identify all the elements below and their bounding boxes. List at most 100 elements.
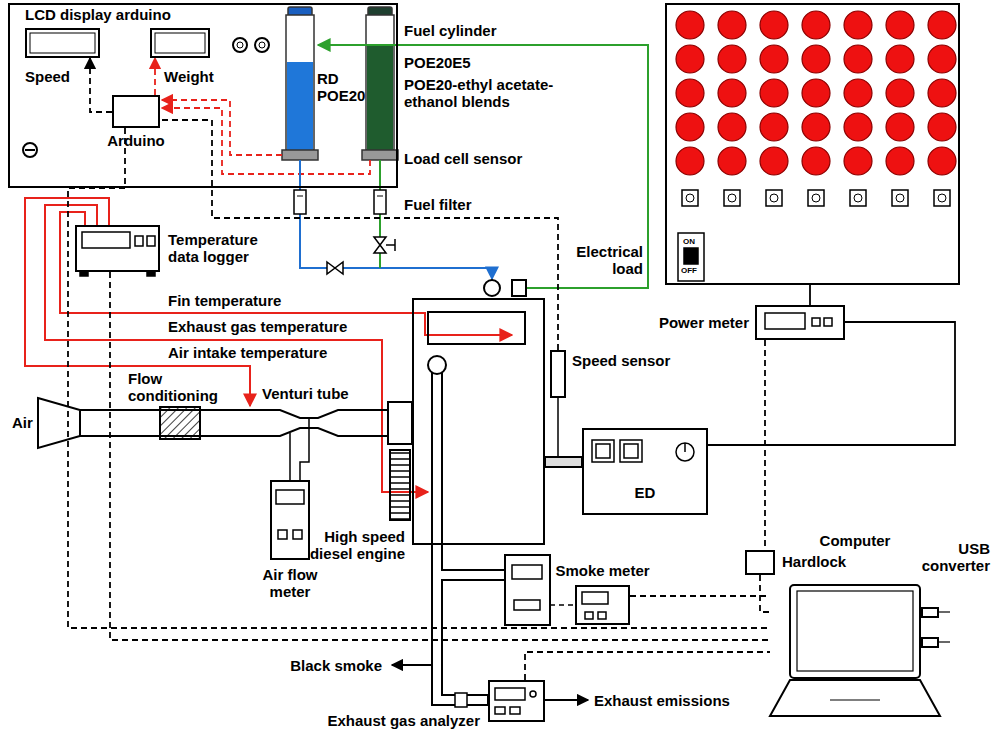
signal-connector <box>90 58 112 112</box>
arduino-panel: LCD display arduinoSpeedWeightArduinoRD … <box>8 3 398 188</box>
lamp-bank <box>718 45 746 73</box>
laptop <box>938 611 950 612</box>
annotation-label: Flow conditioning <box>128 370 228 404</box>
lamp-bank <box>718 113 746 141</box>
node-label: Power meter <box>653 314 749 331</box>
annotation-label: Venturi tube <box>262 385 362 402</box>
air-flow-meter-parts <box>278 530 287 539</box>
logger-parts <box>147 236 155 246</box>
node-label: Exhaust gas analyzer <box>228 712 480 729</box>
power-meter-parts <box>824 318 832 326</box>
fuel-cylinders <box>366 15 394 150</box>
lamp-bank <box>886 79 914 107</box>
lamp-bank <box>928 45 956 73</box>
fuel-lines <box>374 237 386 253</box>
air-intake-duct <box>80 428 388 436</box>
annotation-label: POE20-ethyl acetate-ethanol blends <box>404 76 574 110</box>
power-meter-parts <box>765 313 805 329</box>
fuel-lines <box>299 160 301 190</box>
lamp-bank <box>676 113 704 141</box>
lamp-bank <box>928 113 956 141</box>
air-flow-meter: Air flow meter <box>270 480 310 560</box>
fuel-cylinders <box>367 45 393 150</box>
arduino-panel-parts <box>23 143 37 157</box>
node-label: RD POE20 <box>317 70 367 104</box>
node-label: Air flow meter <box>250 566 330 600</box>
lamp-bank <box>844 79 872 107</box>
lamp-bank <box>812 194 820 202</box>
node-label: Computer <box>770 532 940 549</box>
load-cell-signal <box>162 108 370 174</box>
air-intake-duct <box>388 402 412 444</box>
main-switch <box>684 248 698 264</box>
air-flow-meter-parts <box>293 530 302 539</box>
smoke-meter-parts <box>505 555 550 625</box>
lamp-bank <box>844 11 872 39</box>
lamp-bank <box>676 79 704 107</box>
analyzer-parts <box>495 707 505 714</box>
ed-parts <box>684 443 686 452</box>
lamp-bank <box>802 79 830 107</box>
logger-parts <box>80 232 155 276</box>
lamp-bank <box>676 11 956 206</box>
thermocouple-wires <box>25 198 250 406</box>
fuel-lines <box>379 160 381 190</box>
node-label: Hardlock <box>782 553 862 570</box>
node-label: Smoke meter <box>550 562 655 579</box>
lamp-bank <box>886 147 914 175</box>
lamp-bank <box>850 190 866 206</box>
lamp-bank <box>802 11 830 39</box>
arduino-panel-parts <box>23 33 269 157</box>
laptop <box>830 699 880 700</box>
power-meter: Power meter <box>755 305 845 340</box>
ed-parts <box>620 440 642 462</box>
annotation-label: Air <box>12 414 42 431</box>
signal-connector <box>809 285 811 305</box>
node-label: ED <box>582 484 708 501</box>
lamp-bank <box>802 113 830 141</box>
fuel-cylinders <box>282 150 318 160</box>
air-flow-meter-parts <box>276 490 304 504</box>
annotation-label: ON <box>683 237 703 247</box>
fuel-cylinders <box>287 62 313 150</box>
speed-lcd: Speed <box>25 28 100 58</box>
logger-parts <box>82 232 130 248</box>
thermocouple-wires <box>60 212 512 335</box>
ed-parts <box>596 444 610 458</box>
node-label: LCD display arduino <box>25 6 225 23</box>
lamp-bank <box>760 45 788 73</box>
fuel-cylinders <box>282 7 398 160</box>
signal-connector <box>525 652 770 680</box>
lamp-bank <box>718 79 746 107</box>
lamp-bank <box>718 147 746 175</box>
exhaust-pipe <box>392 664 431 666</box>
lamp-bank <box>766 190 782 206</box>
lamp-bank <box>854 194 862 202</box>
arduino-panel-parts <box>237 42 243 48</box>
arduino-panel-parts <box>30 33 95 53</box>
arduino-panel-parts <box>255 38 269 52</box>
lamp-bank <box>676 11 704 39</box>
annotation-label: Load cell sensor <box>404 150 564 167</box>
load-cell-signal <box>162 100 370 174</box>
diesel-engine: High speed diesel engine <box>412 298 545 545</box>
laptop <box>770 680 940 716</box>
laptop <box>922 608 938 617</box>
node-label: Speed sensor <box>572 352 682 369</box>
smoke-meter-parts <box>582 592 608 604</box>
lamp-bank <box>886 45 914 73</box>
lamp-bank <box>844 147 872 175</box>
arduino-panel-parts <box>233 38 247 52</box>
computer: Computer <box>770 582 940 720</box>
node-label: Temperature data logger <box>168 231 278 265</box>
exhaust-pipe <box>428 356 446 374</box>
fuel-lines <box>386 244 395 246</box>
node-label: High speed diesel engine <box>295 528 405 562</box>
air-intake-duct <box>160 407 200 439</box>
lamp-bank <box>760 147 788 175</box>
lamp-bank <box>676 45 704 73</box>
